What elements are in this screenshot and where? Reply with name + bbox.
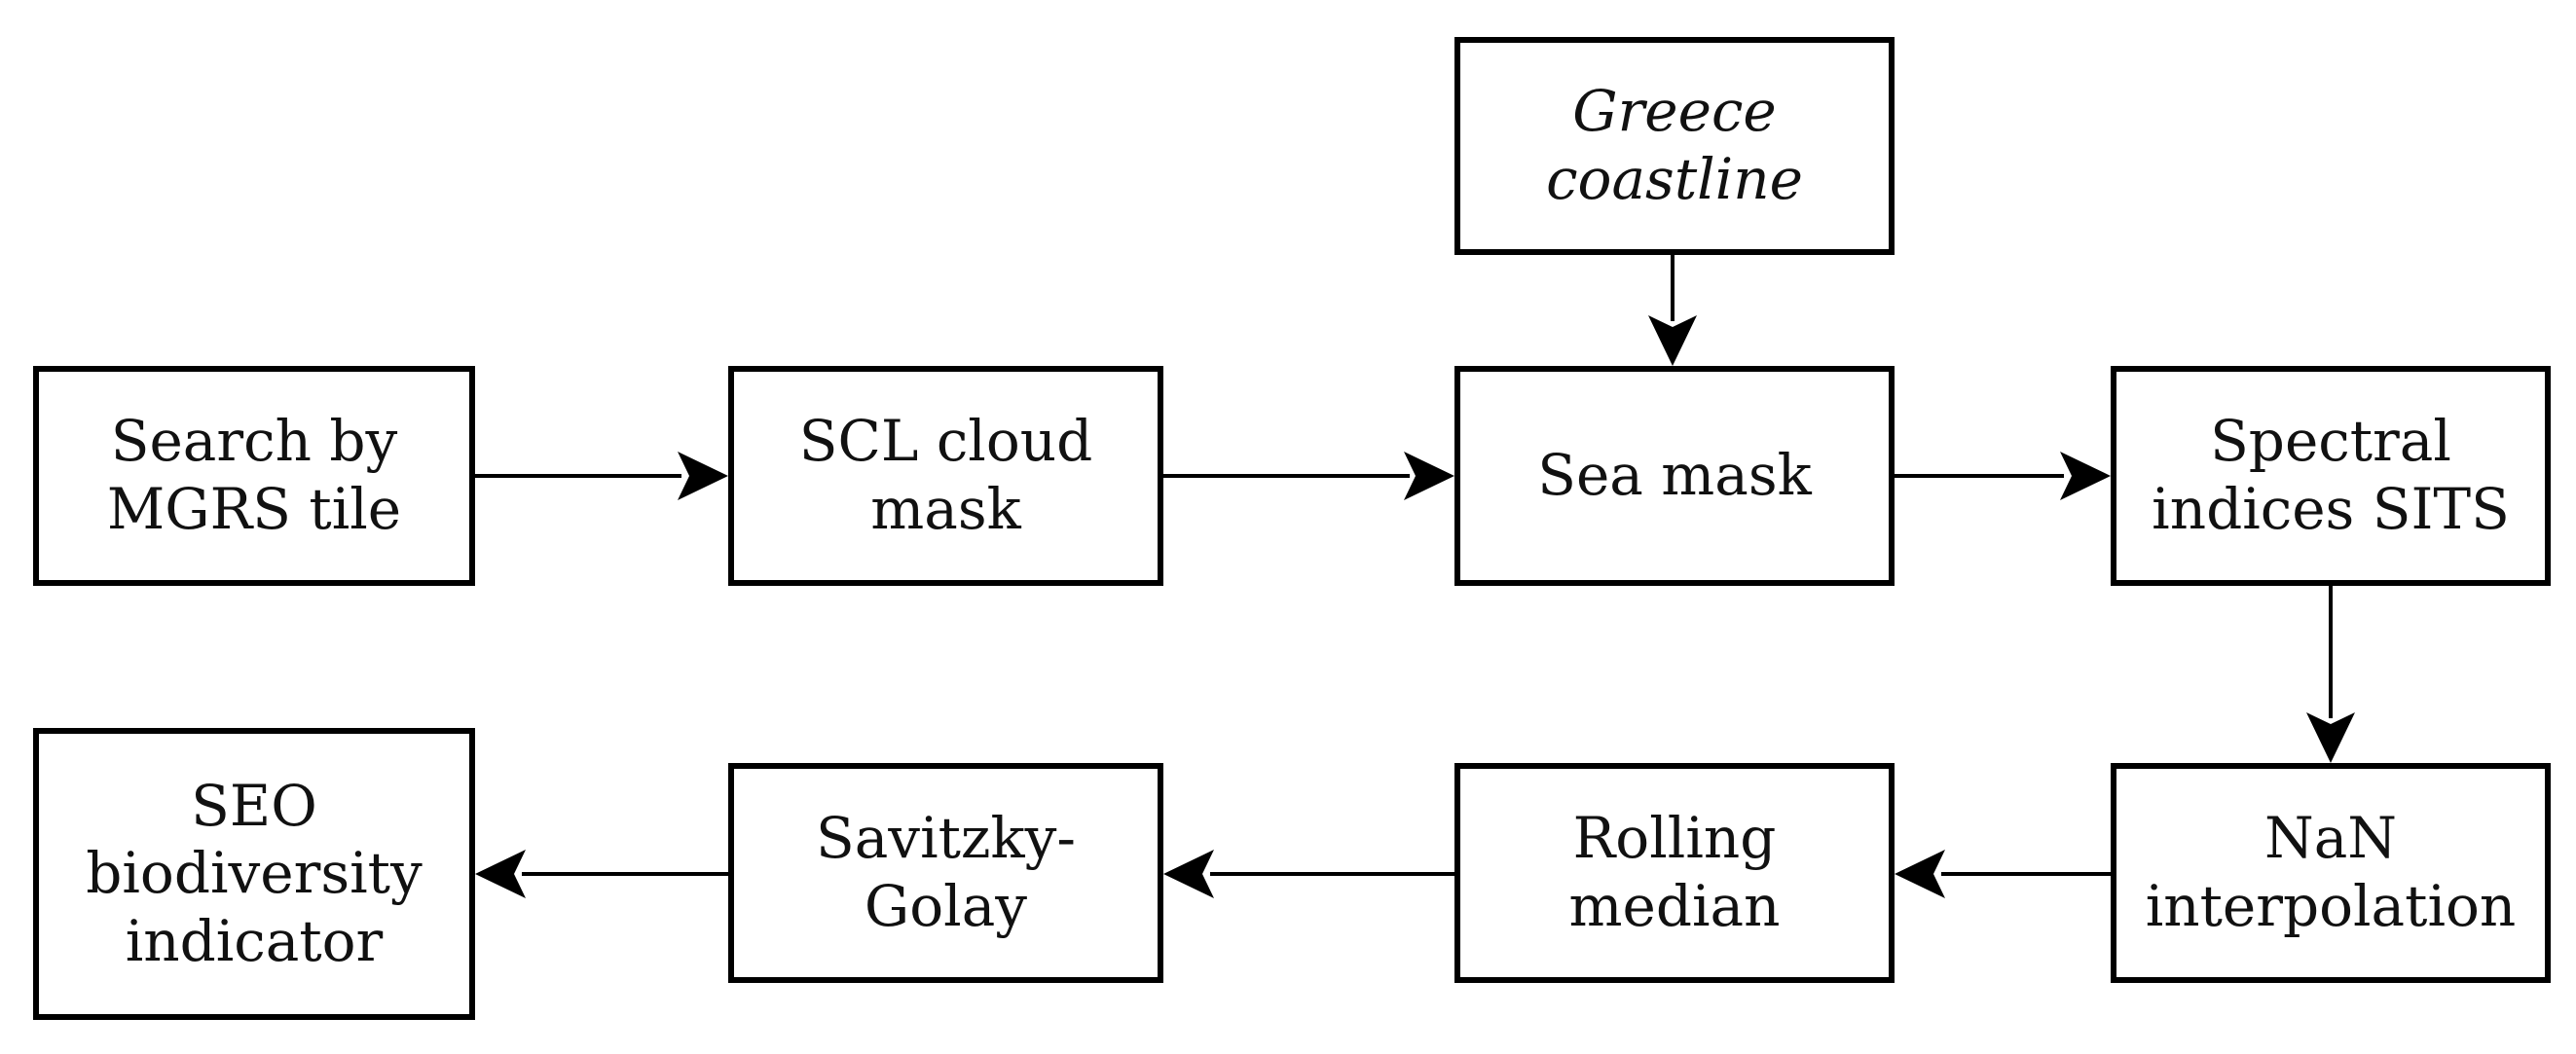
node-scl-cloud-mask-label: SCL cloud mask: [798, 408, 1093, 542]
edge-nan-to-rolling: [1895, 850, 2111, 898]
node-greece-coastline-label: Greece coastline: [1546, 78, 1803, 212]
node-greece-coastline: Greece coastline: [1454, 37, 1895, 255]
node-sea-mask: Sea mask: [1454, 366, 1895, 586]
edge-search-to-scl: [475, 452, 728, 500]
node-nan-interpolation: NaN interpolation: [2111, 763, 2551, 983]
node-sea-mask-label: Sea mask: [1537, 442, 1812, 509]
node-seo-indicator-label: SEO biodiversity indicator: [86, 772, 423, 974]
edge-rolling-to-savitzky: [1163, 850, 1454, 898]
edge-savitzky-to-seo: [475, 850, 728, 898]
node-nan-interpolation-label: NaN interpolation: [2145, 805, 2517, 939]
edge-sea-mask-to-spectral: [1895, 452, 2111, 500]
edge-coastline-to-sea-mask: [1648, 255, 1697, 366]
node-search-by-mgrs-label: Search by MGRS tile: [106, 408, 402, 542]
edge-spectral-to-nan: [2306, 586, 2355, 763]
node-seo-indicator: SEO biodiversity indicator: [33, 728, 475, 1020]
node-spectral-indices-label: Spectral indices SITS: [2152, 408, 2510, 542]
node-savitzky-golay: Savitzky- Golay: [728, 763, 1163, 983]
node-search-by-mgrs: Search by MGRS tile: [33, 366, 475, 586]
node-spectral-indices: Spectral indices SITS: [2111, 366, 2551, 586]
node-rolling-median: Rolling median: [1454, 763, 1895, 983]
node-scl-cloud-mask: SCL cloud mask: [728, 366, 1163, 586]
node-rolling-median-label: Rolling median: [1568, 805, 1781, 939]
edge-scl-to-sea-mask: [1163, 452, 1454, 500]
node-savitzky-golay-label: Savitzky- Golay: [815, 805, 1076, 939]
